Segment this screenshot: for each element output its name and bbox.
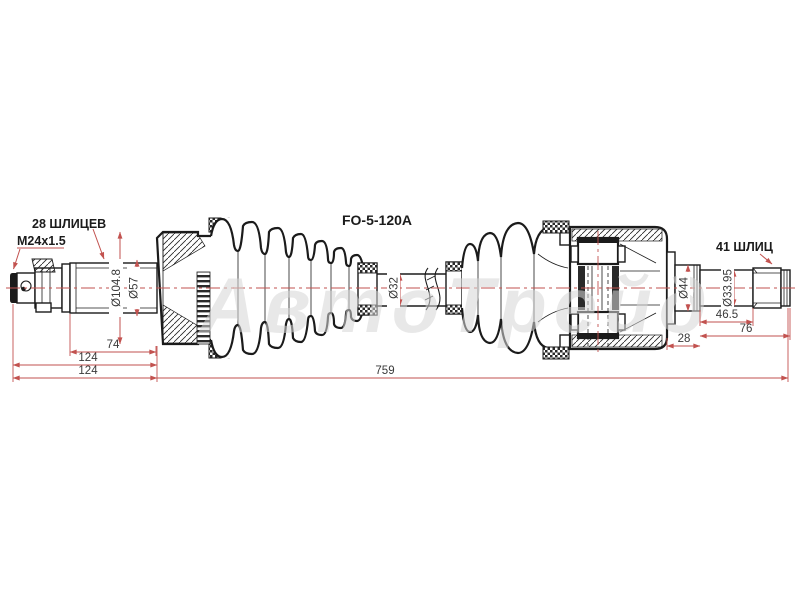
dim-76: 76 (699, 308, 791, 340)
part-number: FO-5-120A (342, 212, 412, 228)
svg-text:Ø44: Ø44 (679, 277, 691, 299)
callout-right-splines: 41 ШЛИЦ (716, 240, 774, 265)
dim-28: 28 (666, 333, 701, 350)
dim-stem-diameter: Ø57 (127, 259, 141, 317)
dimensions: 28 ШЛИЦЕВ M24x1.5 41 ШЛИЦ FO-5-120A Ø104… (12, 212, 791, 382)
staked-collar (31, 258, 56, 273)
nut-flange (35, 302, 52, 313)
dim-46-5: 46.5 (699, 308, 754, 326)
cotter-pin-hole (20, 280, 32, 292)
svg-text:Ø57: Ø57 (129, 277, 141, 299)
dim-74: 74 (69, 314, 157, 356)
dim-spline-stub-diameter: Ø33.95 (721, 262, 737, 314)
svg-text:28: 28 (678, 333, 691, 345)
dim-inner-stub-diameter: Ø44 (677, 264, 691, 312)
inner-boot-clamp-bottom (542, 346, 570, 360)
svg-text:Ø32: Ø32 (389, 277, 401, 299)
watermark-text: АвтоТрейд (198, 261, 714, 349)
callout-left-splines: 28 ШЛИЦЕВ (32, 217, 106, 260)
thread-spec-label: M24x1.5 (17, 234, 66, 248)
inner-boot-clamp-top (542, 220, 570, 234)
left-splines-label: 28 ШЛИЦЕВ (32, 217, 106, 231)
svg-text:759: 759 (375, 365, 394, 377)
threaded-stub (10, 258, 71, 313)
dim-outer-joint-diameter: Ø104.8 (109, 231, 123, 345)
svg-text:76: 76 (740, 323, 753, 335)
svg-text:74: 74 (107, 339, 120, 351)
callout-thread: M24x1.5 (13, 234, 66, 270)
inner-race-splines (196, 271, 211, 345)
svg-text:124: 124 (78, 352, 98, 364)
boot-clamp-small-bottom (357, 304, 378, 316)
right-splines-label: 41 ШЛИЦ (716, 240, 774, 254)
svg-text:Ø104.8: Ø104.8 (111, 269, 123, 307)
svg-text:124: 124 (78, 365, 98, 377)
shaft-break-symbol (424, 267, 441, 311)
housing-section-hatch-top (162, 232, 206, 272)
svg-text:Ø33.95: Ø33.95 (723, 269, 735, 307)
dim-shaft-diameter: Ø32 (387, 270, 403, 308)
svg-text:46.5: 46.5 (716, 309, 738, 321)
boot-clamp-small-top (357, 262, 378, 274)
dim-124-lower-and-759: 124 759 (12, 308, 789, 382)
